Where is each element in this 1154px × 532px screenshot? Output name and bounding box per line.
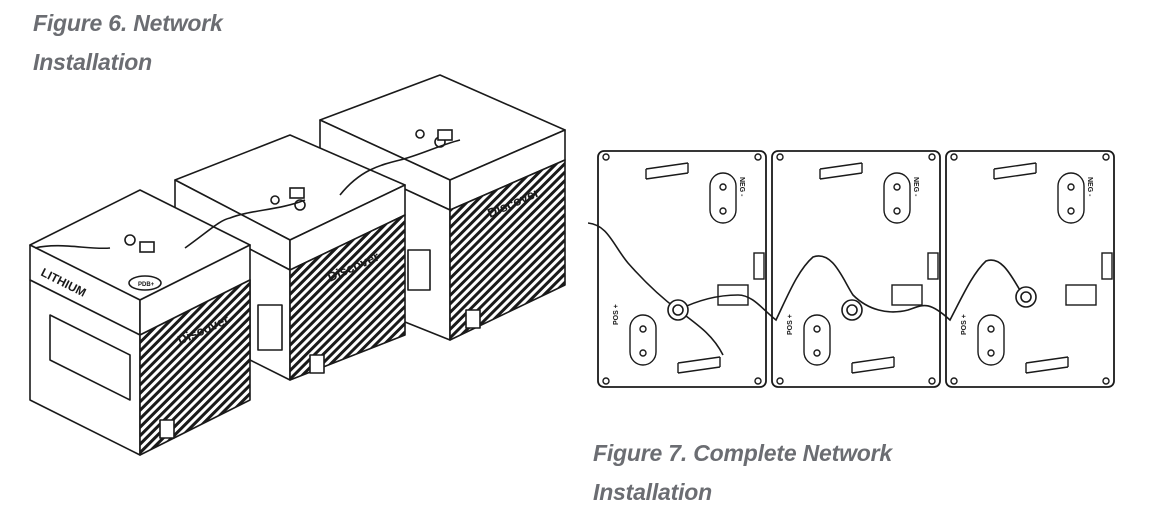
figure-7-caption: Figure 7. Complete Network Installation — [593, 434, 892, 512]
figure-6-battery-illustration: Discover Discover LITHIUM Discover PDB+ — [29, 74, 566, 456]
pos-label-2: POS + — [787, 314, 794, 335]
battery-1-port-label: PDB+ — [138, 282, 155, 288]
network-cabling — [34, 129, 461, 253]
figure-7-caption-line1: Figure 7. Complete Network — [593, 440, 892, 466]
neg-label-1: NEG - — [738, 177, 745, 197]
figure-7-network-diagram: NEG - NEG - NEG - POS + POS + POS + — [588, 150, 1115, 388]
network-cabling-top — [588, 222, 1037, 356]
figure-7-caption-line2: Installation — [593, 479, 713, 505]
figure-6-caption: Figure 6. Network Installation — [33, 4, 223, 82]
battery-1: LITHIUM Discover PDB+ — [29, 189, 251, 456]
pos-label-1: POS + — [613, 304, 620, 325]
pos-label-3: POS + — [961, 314, 968, 335]
figure-6-caption-line1: Figure 6. Network — [33, 10, 223, 36]
figure-6-caption-line2: Installation — [33, 49, 153, 75]
neg-label-3: NEG - — [1086, 177, 1093, 197]
neg-label-2: NEG - — [912, 177, 919, 197]
